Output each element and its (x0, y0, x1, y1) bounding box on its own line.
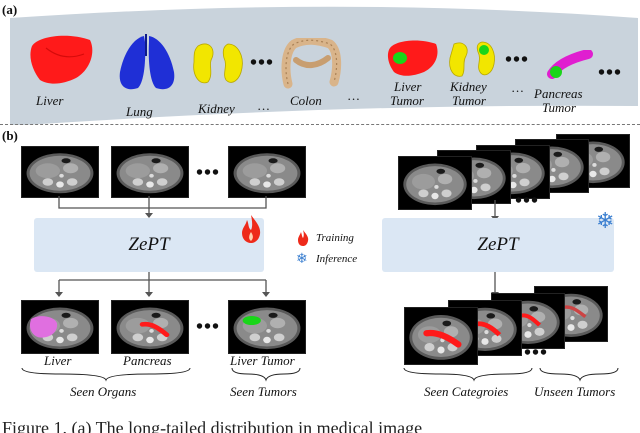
legend-fire-icon (298, 230, 309, 246)
label-liver-tumor-line1: Liver (394, 79, 422, 94)
organ-label-colon: Colon (290, 93, 322, 108)
ct-input-slice-2 (111, 146, 189, 198)
brace-label-seen-organs: Seen Organs (70, 384, 137, 399)
ellipsis-dots-5: ••• (196, 316, 221, 338)
label-pancreas-tumor-line1: Pancreas (534, 86, 583, 101)
ellipsis-dots-6: ••• (515, 190, 540, 212)
zept-model-inference: ZePT (382, 218, 614, 272)
ct-output-liver (21, 300, 99, 354)
ct-input-slice-1 (21, 146, 99, 198)
label-kidney-tumor-line2: Tumor (452, 93, 486, 108)
panel-a-label: (a) (2, 2, 18, 17)
colon-organ-icon (281, 38, 342, 89)
braces-left (21, 367, 301, 382)
ct-stack-output-0 (404, 307, 478, 365)
zept-model-inference-label: ZePT (477, 234, 519, 255)
ellipsis-dots-3: ••• (598, 62, 623, 84)
output-label-liver-tumor: Liver Tumor (230, 353, 295, 368)
brace-label-unseen-tumors: Unseen Tumors (534, 384, 616, 399)
ct-output-liver-tumor (228, 300, 306, 354)
label-kidney-tumor-line1: Kidney (450, 79, 487, 94)
organ-label-liver: Liver (36, 93, 64, 108)
braces-right (403, 367, 619, 382)
ellipsis-text-3: … (512, 80, 524, 95)
liver-tumor-icon (387, 40, 438, 76)
lung-organ-icon (119, 34, 175, 90)
panel-b-label: (b) (2, 128, 18, 143)
zept-model-training: ZePT (34, 218, 264, 272)
kidney-organ-icon (193, 43, 243, 84)
figure-caption: Figure 1. (a) The long-tailed distributi… (2, 418, 423, 433)
ellipsis-dots-2: ••• (505, 49, 530, 71)
liver-organ-icon (30, 35, 93, 84)
output-label-liver: Liver (44, 353, 72, 368)
label-liver-tumor-line2: Tumor (390, 93, 424, 108)
label-pancreas-tumor-line2: Tumor (542, 100, 576, 115)
legend-snowflake-icon: ❄ (296, 252, 308, 267)
ct-stack-input-0 (398, 156, 472, 210)
organ-label-kidney: Kidney (198, 101, 235, 116)
fire-icon (242, 215, 261, 243)
pancreas-tumor-icon (547, 50, 593, 79)
ct-input-slice-3 (228, 146, 306, 198)
legend-inference: Inference (316, 253, 358, 265)
panel-a-band (10, 6, 638, 125)
ellipsis-dots-4: ••• (196, 162, 221, 184)
output-label-pancreas: Pancreas (123, 353, 172, 368)
organ-label-lung: Lung (126, 104, 153, 119)
brace-label-seen-categories: Seen Categroies (424, 384, 509, 399)
legend-training: Training (316, 232, 354, 244)
ellipsis-dots-7: ••• (524, 342, 549, 364)
zept-model-training-label: ZePT (128, 234, 170, 255)
ellipsis-text-2: … (348, 88, 360, 103)
connector-lines-left (55, 196, 270, 297)
kidney-tumor-icon (449, 41, 495, 77)
brace-label-seen-tumors: Seen Tumors (230, 384, 297, 399)
ellipsis-text-1: … (258, 98, 270, 113)
panel-separator (0, 124, 640, 125)
ellipsis-dots-1: ••• (250, 52, 275, 74)
ct-output-pancreas (111, 300, 189, 354)
snowflake-icon: ❄ (596, 208, 615, 233)
